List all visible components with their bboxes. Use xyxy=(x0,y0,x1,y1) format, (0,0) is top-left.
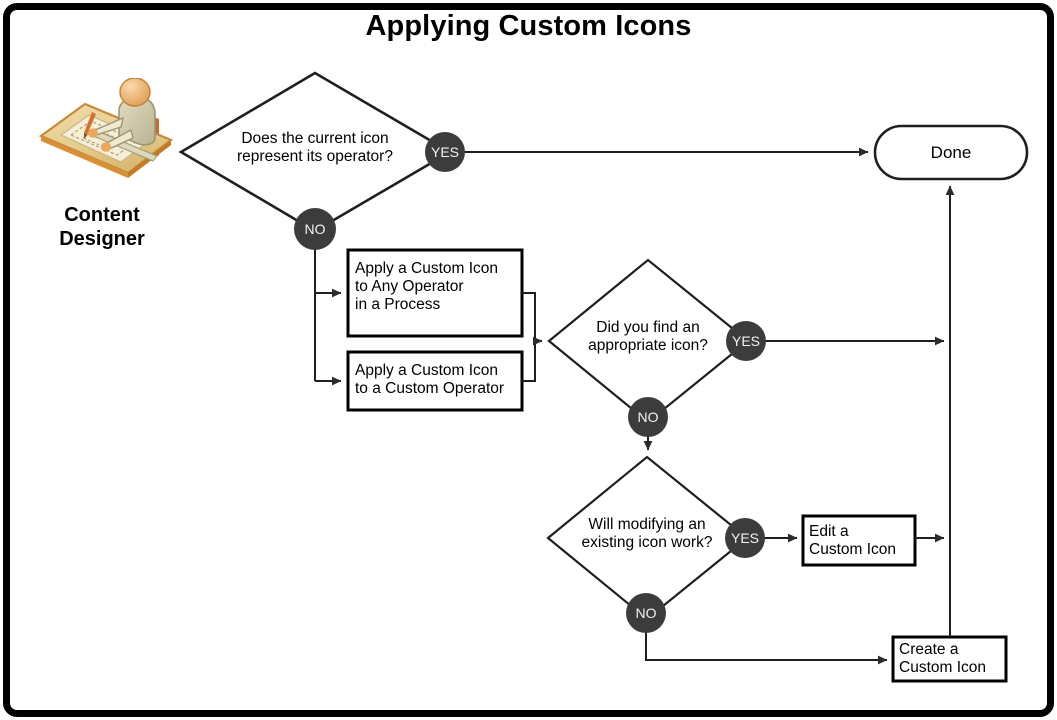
process2-label: Apply a Custom Icon to a Custom Operator xyxy=(355,362,505,397)
process3-shape xyxy=(801,514,917,567)
badge-no3 xyxy=(626,593,666,633)
terminal-shape xyxy=(873,124,1029,181)
process4-shape xyxy=(891,635,1008,683)
edge-decision3-no-to-process4 xyxy=(645,631,888,665)
badge-yes2-label: YES xyxy=(731,333,760,349)
terminal-label: Done xyxy=(930,143,972,162)
badge-yes1 xyxy=(425,132,465,172)
badge-yes3-label: YES xyxy=(730,530,759,546)
badge-no3-label: NO xyxy=(635,605,657,621)
badge-group xyxy=(294,132,766,633)
badge-no2-label: NO xyxy=(637,409,659,425)
process4-label: Create a Custom Icon xyxy=(899,641,987,676)
badge-yes1-label: YES xyxy=(430,144,459,160)
process3-label: Edit a Custom Icon xyxy=(809,523,897,558)
process1-label: Apply a Custom Icon to Any Operator in a… xyxy=(355,260,499,313)
badge-no1-label: NO xyxy=(304,221,326,237)
diagram-frame xyxy=(3,3,1054,717)
content-designer-icon xyxy=(38,78,174,178)
badge-no2 xyxy=(628,397,668,437)
badge-yes3 xyxy=(725,518,765,558)
badge-no1 xyxy=(294,208,336,250)
page-title: Applying Custom Icons xyxy=(365,10,692,42)
badge-yes2 xyxy=(726,321,766,361)
